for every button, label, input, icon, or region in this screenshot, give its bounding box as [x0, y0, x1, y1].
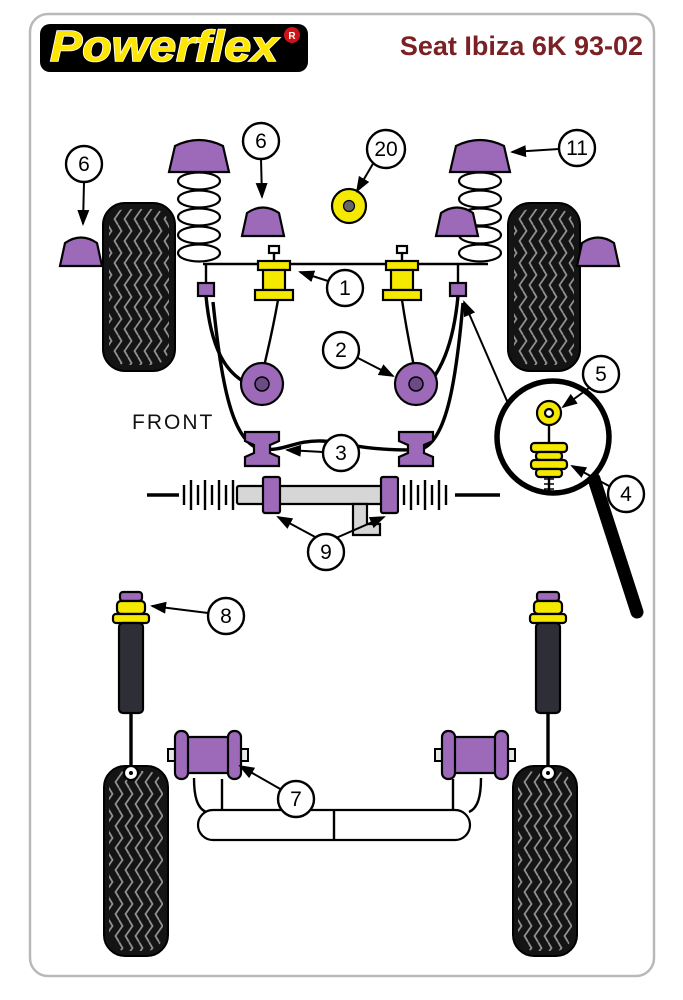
bump-stop-cone-inner-left: [240, 206, 286, 238]
leader-4: [570, 465, 610, 487]
rack-housing: [235, 484, 384, 506]
front-label: FRONT: [132, 411, 214, 434]
registered-mark: R: [288, 31, 296, 42]
callout-9: 9: [306, 532, 346, 572]
leader-6-center: [255, 158, 268, 199]
wishbone-right: [393, 295, 460, 407]
callout-label: 20: [374, 138, 397, 161]
trailing-arm-bush-right: [433, 729, 517, 781]
magnifier: [494, 378, 644, 619]
callout-label: 9: [320, 541, 332, 564]
anti-roll-bar: [211, 301, 465, 452]
subframe-bracket-right: [448, 281, 468, 298]
callout-label: 2: [335, 339, 347, 362]
subframe-bracket-left: [196, 281, 216, 298]
leader-5: [561, 387, 590, 409]
leader-8: [150, 601, 209, 614]
leader-20: [355, 161, 375, 193]
leader-1: [298, 270, 329, 282]
logo-background: [40, 24, 308, 72]
front-suspension-diagram: FRONT: [58, 138, 644, 619]
detail-serrated-bush: [529, 441, 569, 479]
callout-3: 3: [321, 433, 361, 473]
leader-9-right: [335, 516, 386, 539]
callout-label: 7: [290, 788, 302, 811]
leader-7: [238, 765, 283, 791]
leader-6-left: [77, 181, 90, 226]
callout-6-center: 6: [241, 121, 281, 161]
callout-5: 5: [581, 354, 621, 394]
bump-stop-cone-inner-right: [434, 206, 480, 238]
rack-mount-bush-left: [261, 475, 282, 515]
callout-8: 8: [206, 596, 246, 636]
front-right-tire: [507, 202, 581, 372]
callout-6-left: 6: [64, 144, 104, 184]
bump-stop-left: [167, 138, 231, 174]
leader-3: [285, 444, 324, 457]
front-left-tire: [102, 202, 176, 372]
rear-right-tire: [512, 765, 578, 957]
magnifier-handle: [587, 472, 644, 619]
callout-7: 7: [276, 779, 316, 819]
callout-label: 6: [78, 153, 90, 176]
callout-11: 11: [557, 128, 597, 168]
trailing-arm-bush-left: [166, 729, 250, 781]
brand-wordmark: Powerflex: [50, 22, 280, 71]
callout-label: 11: [566, 137, 588, 160]
callout-20: 20: [365, 128, 407, 170]
detail-thread: [544, 478, 554, 490]
rear-left-tire: [103, 765, 169, 957]
callout-label: 3: [335, 442, 347, 465]
rack-boot-left: [179, 480, 237, 510]
registered-badge-icon: [284, 27, 300, 43]
rear-axle-beam: [192, 777, 483, 842]
bump-stop-right: [448, 138, 512, 174]
bump-stop-cone-outer-left: [58, 236, 104, 268]
page-title: Seat Ibiza 6K 93-02: [400, 31, 643, 61]
rear-suspension-diagram: [103, 590, 578, 957]
brand-logo: Powerflex R: [40, 21, 308, 72]
leader-2: [355, 356, 395, 377]
leader-11: [510, 145, 560, 158]
rack-mount-bush-right: [379, 475, 400, 515]
top-mount-washer: [330, 187, 368, 225]
callout-label: 1: [339, 277, 351, 300]
callout-label: 4: [620, 483, 632, 506]
callout-label: 8: [220, 605, 232, 628]
callout-label: 5: [595, 363, 607, 386]
callouts: 6 6 20 11 1 2 3 5: [64, 121, 646, 819]
rack-boot-right: [399, 480, 455, 510]
coil-spring-left: [176, 171, 222, 263]
bump-stop-cone-outer-right: [575, 236, 621, 268]
callout-1: 1: [325, 268, 365, 308]
callout-2: 2: [321, 330, 361, 370]
magnifier-lens: [494, 378, 612, 496]
callout-label: 6: [255, 130, 267, 153]
leader-9-left: [276, 516, 318, 539]
callout-4: 4: [606, 474, 646, 514]
